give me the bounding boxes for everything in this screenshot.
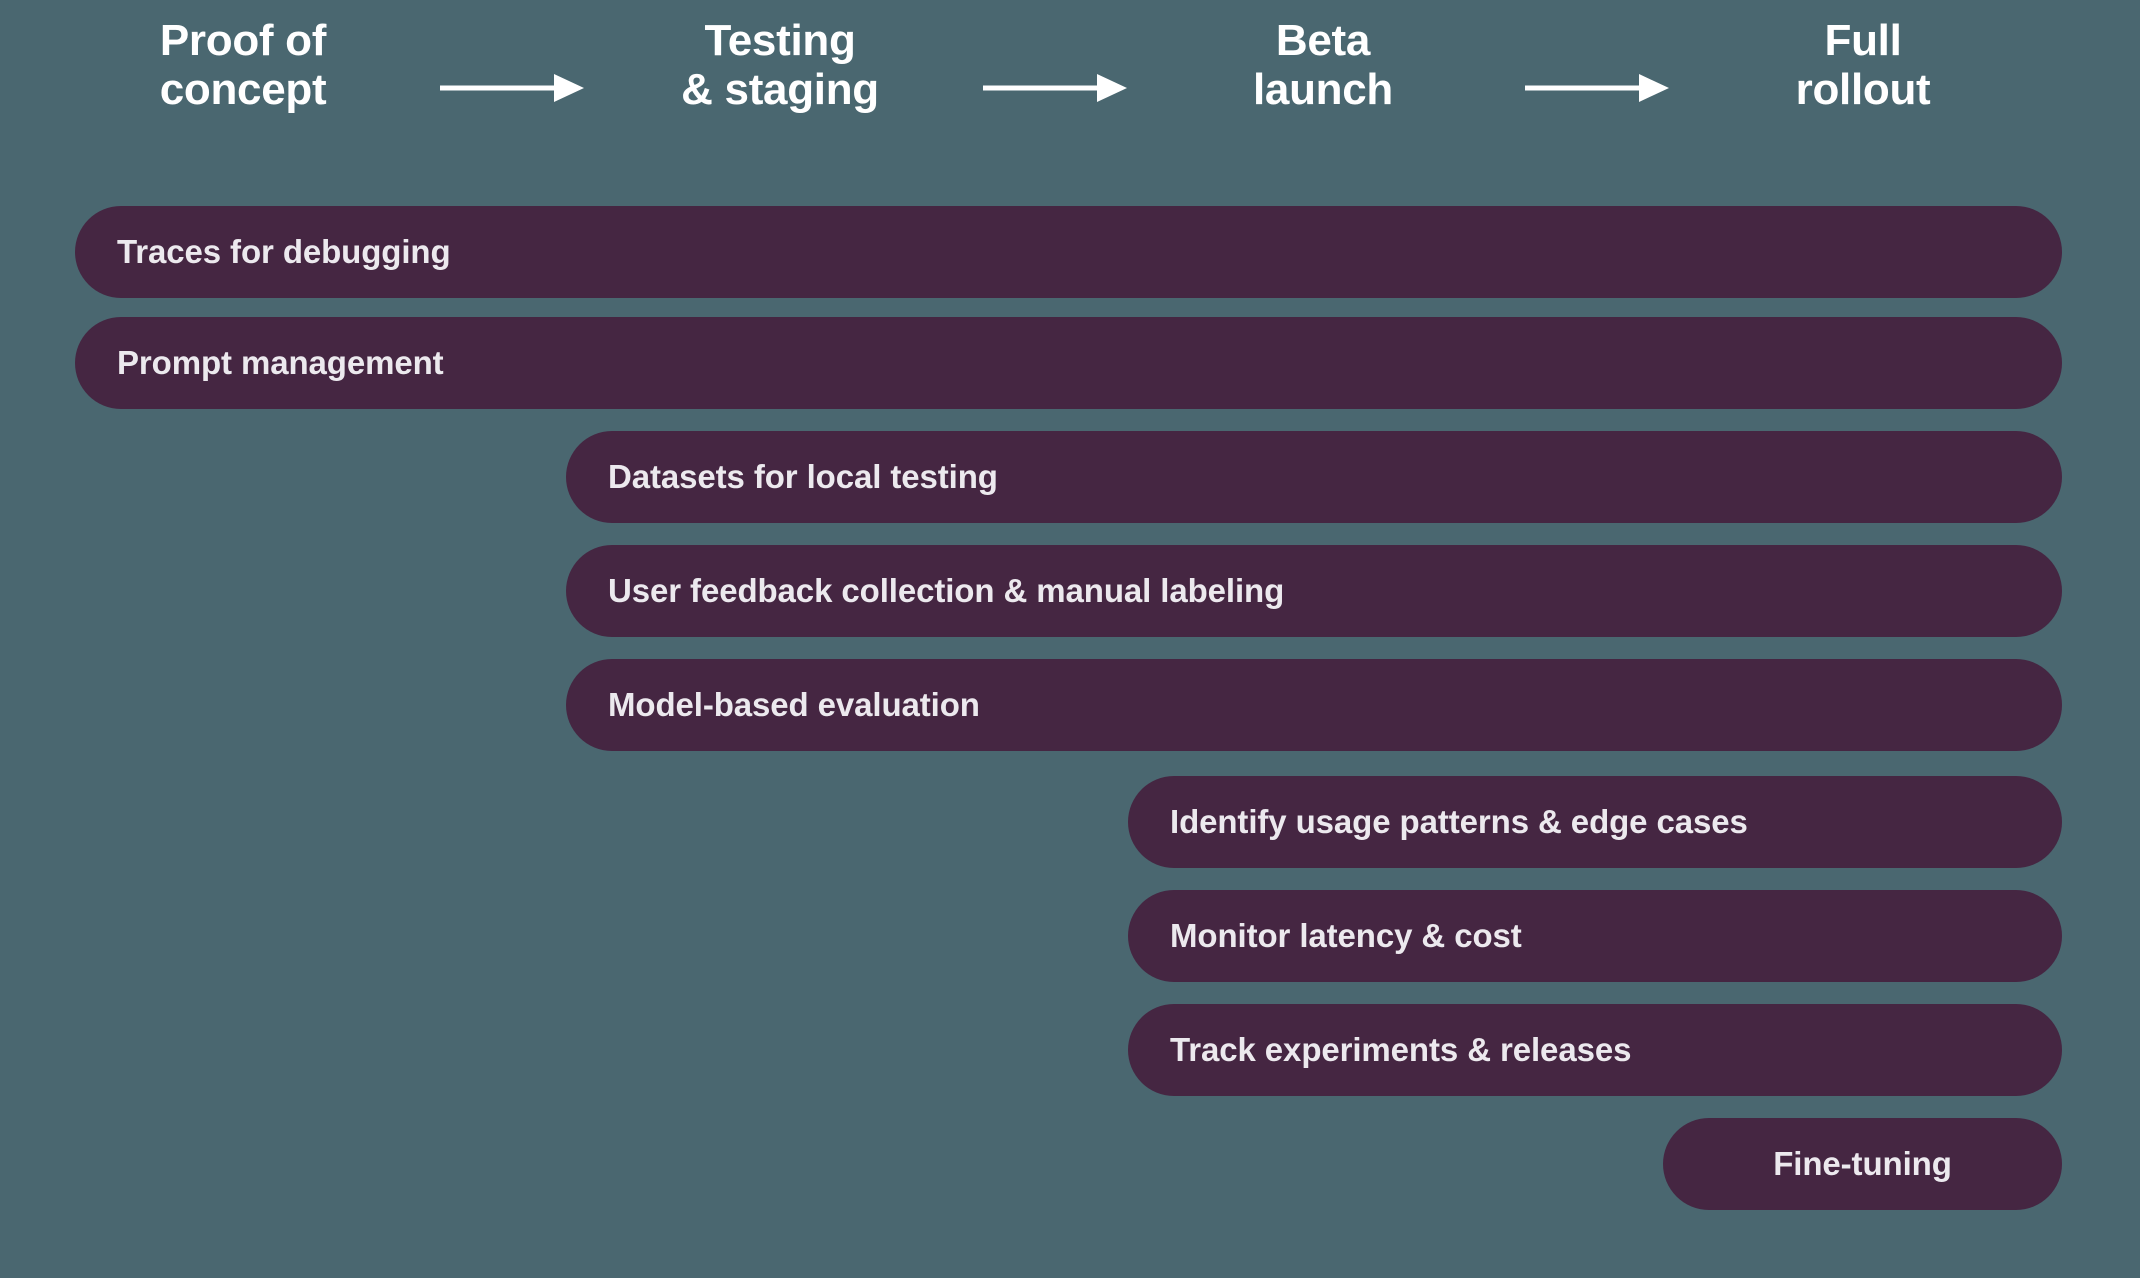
pill-label: Prompt management [117, 344, 444, 381]
pill-label: User feedback collection & manual labeli… [608, 572, 1285, 609]
stage-proof-of-concept: Proof of concept [159, 16, 327, 115]
pill-traces-for-debugging: Traces for debugging [75, 206, 2062, 298]
pill-label: Datasets for local testing [608, 458, 998, 495]
pill-fine-tuning: Fine-tuning [1663, 1118, 2062, 1210]
arrow-right-icon [983, 74, 1127, 102]
pill-label: Fine-tuning [1773, 1145, 1952, 1182]
arrow-right-icon [1525, 74, 1669, 102]
stage-beta-launch: Beta launch [1253, 16, 1393, 115]
pill-datasets-for-local-testing: Datasets for local testing [566, 431, 2062, 523]
pill-label: Identify usage patterns & edge cases [1170, 803, 1748, 840]
pill-identify-usage-patterns: Identify usage patterns & edge cases [1128, 776, 2062, 868]
pill-label: Monitor latency & cost [1170, 917, 1522, 954]
arrow-right-icon [440, 74, 584, 102]
pill-track-experiments-and-releases: Track experiments & releases [1128, 1004, 2062, 1096]
stage-full-rollout: Full rollout [1795, 16, 1931, 115]
pill-model-based-evaluation: Model-based evaluation [566, 659, 2062, 751]
pill-prompt-management: Prompt management [75, 317, 2062, 409]
pill-label: Traces for debugging [117, 233, 451, 270]
pill-user-feedback-collection: User feedback collection & manual labeli… [566, 545, 2062, 637]
pill-label: Track experiments & releases [1170, 1031, 1632, 1068]
stage-testing-and-staging: Testing & staging [681, 16, 879, 115]
pill-label: Model-based evaluation [608, 686, 980, 723]
pill-monitor-latency-and-cost: Monitor latency & cost [1128, 890, 2062, 982]
